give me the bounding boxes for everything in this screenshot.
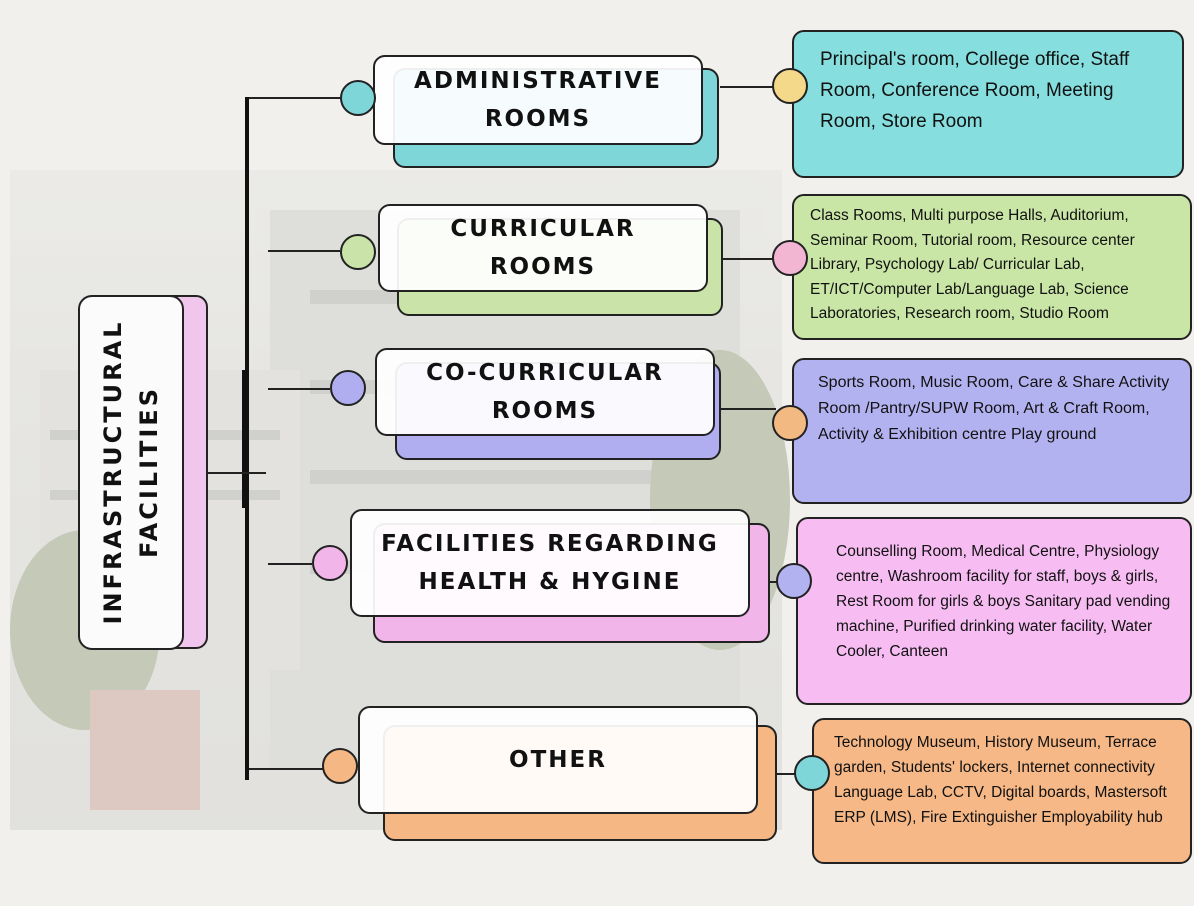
main-category-label: INFRASTRUCTURAL FACILITIES (99, 319, 163, 625)
category-label-other: OTHER (509, 747, 607, 773)
connector-desc-3 (720, 408, 776, 410)
connector-cat-4 (268, 563, 312, 565)
description-box-administrative: Principal's room, College office, Staff … (792, 30, 1184, 178)
connector-cat-1 (249, 97, 343, 99)
connector-main (204, 472, 266, 474)
connector-cat-2 (268, 250, 340, 252)
description-box-other: Technology Museum, History Museum, Terra… (812, 718, 1192, 864)
main-category-tab (78, 295, 184, 650)
connector-desc-1 (720, 86, 776, 88)
description-dot-co-curricular (772, 405, 808, 441)
category-label-health: FACILITIES REGARDING HEALTH & HYGINE (381, 531, 719, 595)
description-text-administrative: Principal's room, College office, Staff … (820, 49, 1130, 132)
category-label-curricular: CURRICULAR ROOMS (450, 216, 636, 280)
category-label-co-curricular: CO-CURRICULAR ROOMS (426, 360, 664, 424)
description-dot-administrative (772, 68, 808, 104)
connector-desc-5 (760, 773, 796, 775)
tree-spine-bold (242, 370, 249, 508)
description-text-co-curricular: Sports Room, Music Room, Care & Share Ac… (818, 374, 1170, 443)
connector-cat-5 (249, 768, 325, 770)
category-box-co-curricular: CO-CURRICULAR ROOMS (375, 348, 715, 436)
category-dot-health (312, 545, 348, 581)
category-dot-administrative (340, 80, 376, 116)
description-box-co-curricular: Sports Room, Music Room, Care & Share Ac… (792, 358, 1192, 504)
description-dot-other (794, 755, 830, 791)
category-label-administrative: ADMINISTRATIVE ROOMS (414, 68, 662, 132)
description-dot-curricular (772, 240, 808, 276)
category-box-curricular: CURRICULAR ROOMS (378, 204, 708, 292)
connector-cat-3 (268, 388, 330, 390)
description-box-health: Counselling Room, Medical Centre, Physio… (796, 517, 1192, 705)
connector-desc-2 (720, 258, 776, 260)
category-dot-other (322, 748, 358, 784)
description-text-curricular: Class Rooms, Multi purpose Halls, Audito… (810, 207, 1135, 322)
description-box-curricular: Class Rooms, Multi purpose Halls, Audito… (792, 194, 1192, 340)
category-box-other: OTHER (358, 706, 758, 814)
category-box-administrative: ADMINISTRATIVE ROOMS (373, 55, 703, 145)
category-dot-co-curricular (330, 370, 366, 406)
category-dot-curricular (340, 234, 376, 270)
description-text-other: Technology Museum, History Museum, Terra… (834, 734, 1167, 826)
category-box-health: FACILITIES REGARDING HEALTH & HYGINE (350, 509, 750, 617)
description-dot-health (776, 563, 812, 599)
description-text-health: Counselling Room, Medical Centre, Physio… (836, 543, 1171, 660)
